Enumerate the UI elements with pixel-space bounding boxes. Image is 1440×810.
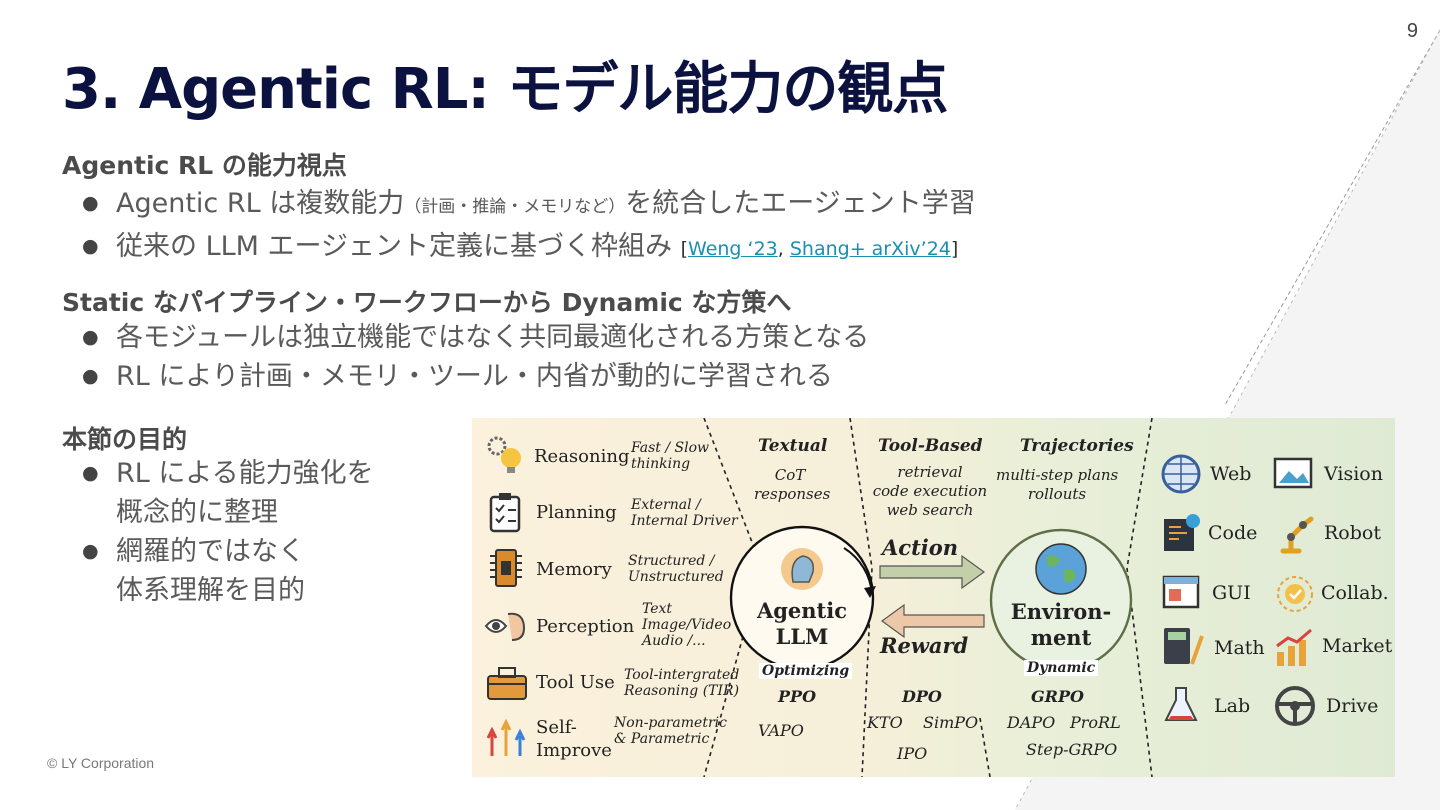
env-label-collab: Collab. <box>1321 582 1389 604</box>
page-number: 9 <box>1406 20 1418 42</box>
slide-title: 3. Agentic RL: モデル能力の観点 <box>62 57 948 122</box>
algo-simpo: SimPO <box>923 713 979 732</box>
algo-prorl: ProRL <box>1070 713 1121 732</box>
env-label-vision: Vision <box>1324 463 1383 485</box>
algo-ppo: PPO <box>778 687 816 706</box>
globe-earth-icon <box>1035 543 1087 595</box>
agent-head-icon <box>781 548 823 590</box>
flask-icon <box>1164 687 1198 721</box>
bullet-item: RL により計画・メモリ・ツール・内省が動的に学習される <box>80 357 869 396</box>
reward-label: Reward <box>880 633 969 658</box>
action-type-header: Trajectories <box>1020 436 1134 456</box>
steering-wheel-icon <box>1275 686 1315 726</box>
eye-head-icon <box>484 612 526 641</box>
image-icon <box>1273 457 1313 489</box>
toolbox-icon <box>487 667 527 700</box>
code-icon <box>1164 514 1200 551</box>
capability-desc: External /Internal Driver <box>631 497 738 529</box>
robot-arm-icon <box>1280 516 1314 554</box>
action-type-header: Textual <box>758 436 828 456</box>
env-label-math: Math <box>1214 637 1265 659</box>
section-heading-1: Agentic RL の能力視点 <box>62 151 347 180</box>
chart-icon <box>1276 628 1312 666</box>
capability-label: Tool Use <box>536 672 615 693</box>
env-label-code: Code <box>1208 522 1258 544</box>
algo-vapo: VAPO <box>758 721 804 740</box>
algo-grpo: GRPO <box>1031 687 1084 706</box>
dynamic-label: Dynamic <box>1024 660 1099 676</box>
capability-label: Planning <box>536 502 617 523</box>
env-label-web: Web <box>1210 463 1252 485</box>
algo-step-grpo: Step-GRPO <box>1026 740 1118 759</box>
chip-icon <box>490 549 522 587</box>
capability-label: Memory <box>536 559 612 580</box>
gear-bulb-icon <box>487 436 521 473</box>
algo-dapo: DAPO <box>1007 713 1056 732</box>
bullet-list-2: 各モジュールは独立機能ではなく共同最適化される方策となる RL により計画・メモ… <box>80 318 869 396</box>
algo-kto: KTO <box>867 713 903 732</box>
env-label-lab: Lab <box>1214 695 1251 717</box>
bullet-item: 従来の LLM エージェント定義に基づく枠組み [Weng ‘23, Shang… <box>80 227 976 269</box>
capability-label: Perception <box>536 616 635 637</box>
capability-desc: Structured /Unstructured <box>628 553 724 585</box>
ref-link-weng[interactable]: Weng ‘23 <box>688 238 778 260</box>
algo-dpo: DPO <box>902 687 942 706</box>
handshake-icon <box>1277 576 1313 612</box>
algo-ipo: IPO <box>897 744 928 763</box>
capability-label: Reasoning <box>534 446 630 467</box>
bullet-list-1: Agentic RL は複数能力（計画・推論・メモリなど）を統合したエージェント… <box>80 184 976 269</box>
env-label-drive: Drive <box>1326 695 1379 717</box>
environment-node: Environ-ment <box>1010 599 1112 650</box>
bullet-item: 各モジュールは独立機能ではなく共同最適化される方策となる <box>80 318 869 357</box>
ref-link-shang[interactable]: Shang+ arXiv’24 <box>789 238 951 260</box>
calculator-icon <box>1164 628 1204 665</box>
bullet-item: Agentic RL は複数能力（計画・推論・メモリなど）を統合したエージェント… <box>80 184 976 227</box>
section-heading-2: Static なパイプライン・ワークフローから Dynamic な方策へ <box>62 288 792 317</box>
clipboard-icon <box>489 493 521 533</box>
growth-arrows-icon <box>486 718 526 756</box>
env-label-robot: Robot <box>1324 522 1381 544</box>
env-label-gui: GUI <box>1212 582 1251 604</box>
globe-icon <box>1161 454 1201 494</box>
window-icon <box>1162 575 1200 609</box>
diagram-background <box>472 418 1395 777</box>
env-label-market: Market <box>1322 635 1393 657</box>
action-label: Action <box>882 535 959 560</box>
footer-copyright: © LY Corporation <box>47 755 155 771</box>
capability-label: Self-Improve <box>536 717 612 761</box>
capability-desc: Non-parametric& Parametric <box>614 715 727 747</box>
optimizing-label: Optimizing <box>759 663 853 679</box>
action-type-header: Tool-Based <box>878 436 983 456</box>
section-heading-3: 本節の目的 <box>62 425 188 454</box>
